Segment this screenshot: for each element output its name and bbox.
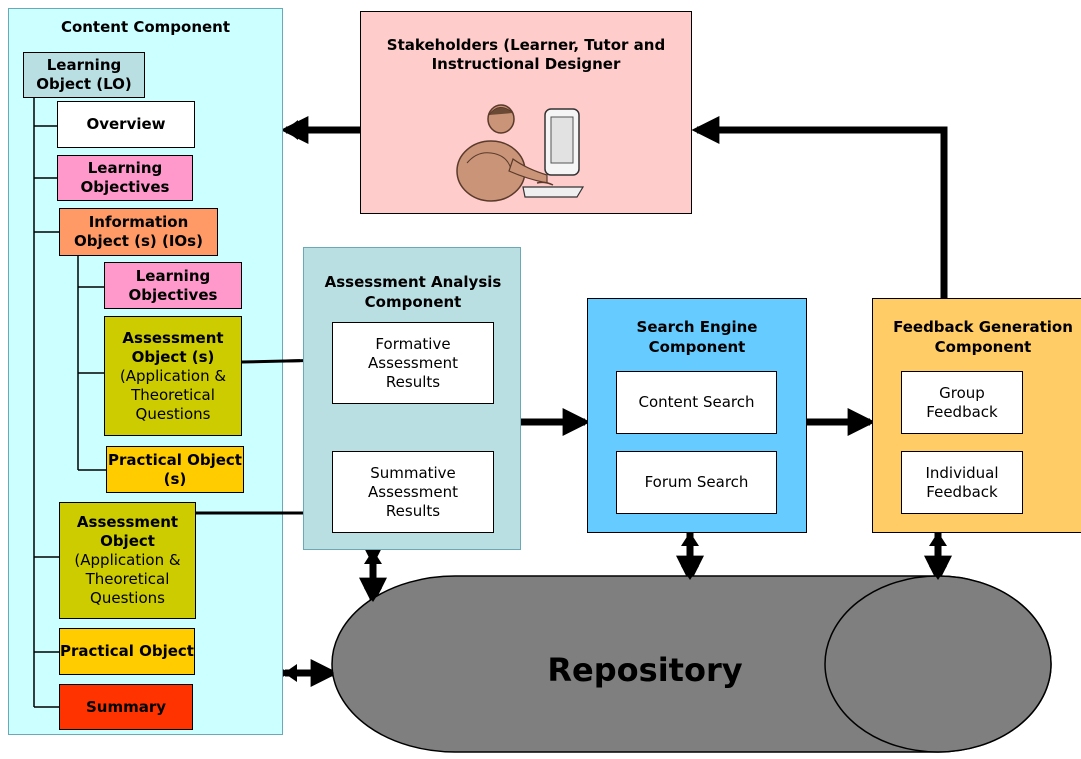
arrow-stub-1	[241, 359, 300, 364]
summative-results-box: Summative Assessment Results	[332, 451, 494, 533]
stakeholders-box	[360, 11, 692, 214]
group-feedback-box: Group Feedback	[901, 371, 1023, 434]
information-object-box: Information Object (s) (IOs)	[59, 208, 218, 256]
search-engine-title: Search Engine Component	[636, 318, 758, 356]
assessment-objects-box: Assessment Object (s) (Application & The…	[104, 316, 242, 436]
assessment-object-title: Assessment Object	[76, 513, 179, 550]
content-tree-overlay	[33, 98, 300, 708]
assessment-objects-title: Assessment Object (s)	[122, 328, 224, 366]
overview-box: Overview	[57, 101, 195, 148]
feedback-generation-title: Feedback Generation Component	[893, 318, 1073, 356]
assessment-objects-desc: (Application & Theoretical Questions	[119, 366, 227, 423]
arrow-feedback-to-stakeholders	[691, 116, 948, 298]
formative-results-box: Formative Assessment Results	[332, 322, 494, 404]
repository-label: Repository	[547, 651, 743, 689]
practical-object-box: Practical Object	[59, 628, 195, 675]
stakeholders-title: Stakeholders (Learner, Tutor and Instruc…	[386, 36, 666, 73]
assessment-object-desc: (Application & Theoretical Questions	[74, 551, 181, 607]
forum-search-box: Forum Search	[616, 451, 777, 514]
arrowhead-content-left	[285, 120, 298, 140]
practical-objects-box: Practical Object (s)	[106, 446, 244, 493]
arrowhead-content-repo	[284, 664, 297, 682]
content-component-title: Content Component	[60, 18, 231, 36]
person-at-computer-icon	[456, 104, 585, 202]
repository-cylinder-end	[824, 575, 1052, 753]
learning-object-box: Learning Object (LO)	[23, 52, 145, 98]
assessment-object-box: Assessment Object (Application & Theoret…	[59, 502, 196, 619]
assessment-analysis-title: Assessment Analysis Component	[324, 273, 502, 311]
learning-objectives-box-1: Learning Objectives	[57, 155, 193, 201]
learning-objectives-box-2: Learning Objectives	[104, 262, 242, 309]
individual-feedback-box: Individual Feedback	[901, 451, 1023, 514]
content-search-box: Content Search	[616, 371, 777, 434]
summary-box: Summary	[59, 684, 193, 730]
repository-arrows	[296, 532, 947, 682]
